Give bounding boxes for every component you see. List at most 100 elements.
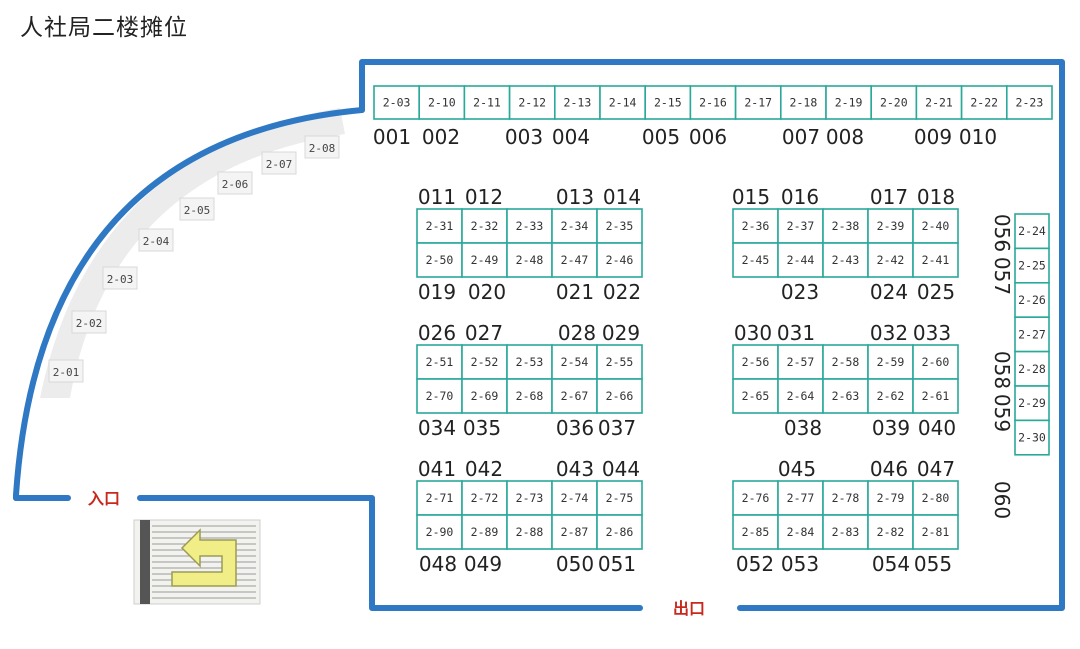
booth-number: 013: [556, 185, 594, 209]
stall-box: [506, 514, 553, 550]
booth-number: 022: [603, 280, 641, 304]
stall-code: 2-68: [516, 389, 544, 403]
stall: 2-65: [732, 378, 779, 414]
stall-box: [596, 242, 643, 278]
map-title: 人社局二楼摊位: [20, 15, 188, 41]
stall-code: 2-52: [471, 355, 499, 369]
stall: 2-71: [416, 480, 463, 516]
stall-box: [551, 242, 598, 278]
booth-number: 035: [463, 416, 501, 440]
booth-number: 021: [556, 280, 594, 304]
stall: 2-53: [506, 344, 553, 380]
booth-number: 026: [418, 321, 456, 345]
booth-number: 028: [558, 321, 596, 345]
stall-code: 2-10: [428, 96, 456, 110]
stall-code: 2-80: [922, 491, 950, 505]
stall-code: 2-69: [471, 389, 499, 403]
arc-stall-box: [304, 135, 340, 159]
booth-number: 024: [870, 280, 908, 304]
stall: 2-10: [418, 85, 466, 120]
stall-code: 2-16: [699, 96, 727, 110]
stall-code: 2-75: [606, 491, 634, 505]
stall: 2-23: [1005, 85, 1053, 120]
stall: 2-81: [912, 514, 959, 550]
stall: 2-80: [912, 480, 959, 516]
stall-box: [553, 85, 601, 120]
stall: 2-72: [461, 480, 508, 516]
stall: 2-62: [867, 378, 914, 414]
stall-box: [870, 85, 918, 120]
stall-code: 2-73: [516, 491, 544, 505]
booth-number: 005: [642, 125, 680, 149]
stall-code: 2-43: [832, 253, 860, 267]
stall-code: 2-28: [1018, 362, 1046, 376]
stall-code: 2-03: [383, 96, 411, 110]
stall-box: [551, 208, 598, 244]
stall: 2-25: [1014, 247, 1050, 284]
stall: 2-32: [461, 208, 508, 244]
stall-code: 2-41: [922, 253, 950, 267]
stall: 2-19: [825, 85, 873, 120]
stall-code: 2-25: [1018, 259, 1046, 273]
booth-number: 007: [782, 125, 820, 149]
stall: 2-69: [461, 378, 508, 414]
stall: 2-74: [551, 480, 598, 516]
stall: 2-39: [867, 208, 914, 244]
entrance-label: 入口: [88, 489, 120, 508]
booth-number: 059: [990, 394, 1014, 432]
stall-box: [912, 208, 959, 244]
stall-code: 2-30: [1018, 431, 1046, 445]
arc-stall: 2-01: [48, 359, 84, 383]
stall-code: 2-18: [790, 96, 818, 110]
stall-code: 2-33: [516, 219, 544, 233]
stall-box: [463, 85, 511, 120]
stall-box: [416, 480, 463, 516]
stall-box: [777, 208, 824, 244]
stall: 2-18: [779, 85, 827, 120]
booth-number: 046: [870, 457, 908, 481]
stall-box: [416, 378, 463, 414]
booth-number: 034: [418, 416, 456, 440]
stall: 2-50: [416, 242, 463, 278]
stall-code: 2-87: [561, 525, 589, 539]
booth-number: 032: [870, 321, 908, 345]
stall: 2-28: [1014, 350, 1050, 387]
arc-stall-code: 2-03: [107, 273, 134, 286]
stall-code: 2-47: [561, 253, 589, 267]
stall: 2-43: [822, 242, 869, 278]
stall-code: 2-19: [835, 96, 863, 110]
booth-number: 033: [913, 321, 951, 345]
arc-stall-code: 2-04: [143, 235, 170, 248]
stall: 2-76: [732, 480, 779, 516]
stall-code: 2-38: [832, 219, 860, 233]
booth-number: 050: [556, 552, 594, 576]
booth-number: 052: [736, 552, 774, 576]
stall-box: [732, 514, 779, 550]
booth-number: 053: [781, 552, 819, 576]
booth-number: 014: [603, 185, 641, 209]
stall: 2-14: [599, 85, 647, 120]
arc-stall-box: [217, 171, 253, 195]
stall-box: [506, 378, 553, 414]
stall-box: [596, 378, 643, 414]
wall-main: [359, 59, 1065, 611]
stall-code: 2-34: [561, 219, 589, 233]
arc-stall: 2-04: [138, 228, 174, 252]
arc-stall-box: [261, 151, 297, 175]
stall-box: [599, 85, 647, 120]
stall-code: 2-65: [742, 389, 770, 403]
stall-box: [416, 242, 463, 278]
booth-number: 037: [598, 416, 636, 440]
stall-box: [1014, 281, 1050, 318]
arc-stall-code: 2-06: [222, 178, 249, 191]
booth-number: 054: [872, 552, 910, 576]
booth-number: 010: [959, 125, 997, 149]
stall-box: [461, 344, 508, 380]
stall: 2-42: [867, 242, 914, 278]
stall-code: 2-57: [787, 355, 815, 369]
stall: 2-64: [777, 378, 824, 414]
arc-stall-code: 2-07: [266, 158, 293, 171]
booth-number: 006: [689, 125, 727, 149]
booth-number: 049: [464, 552, 502, 576]
